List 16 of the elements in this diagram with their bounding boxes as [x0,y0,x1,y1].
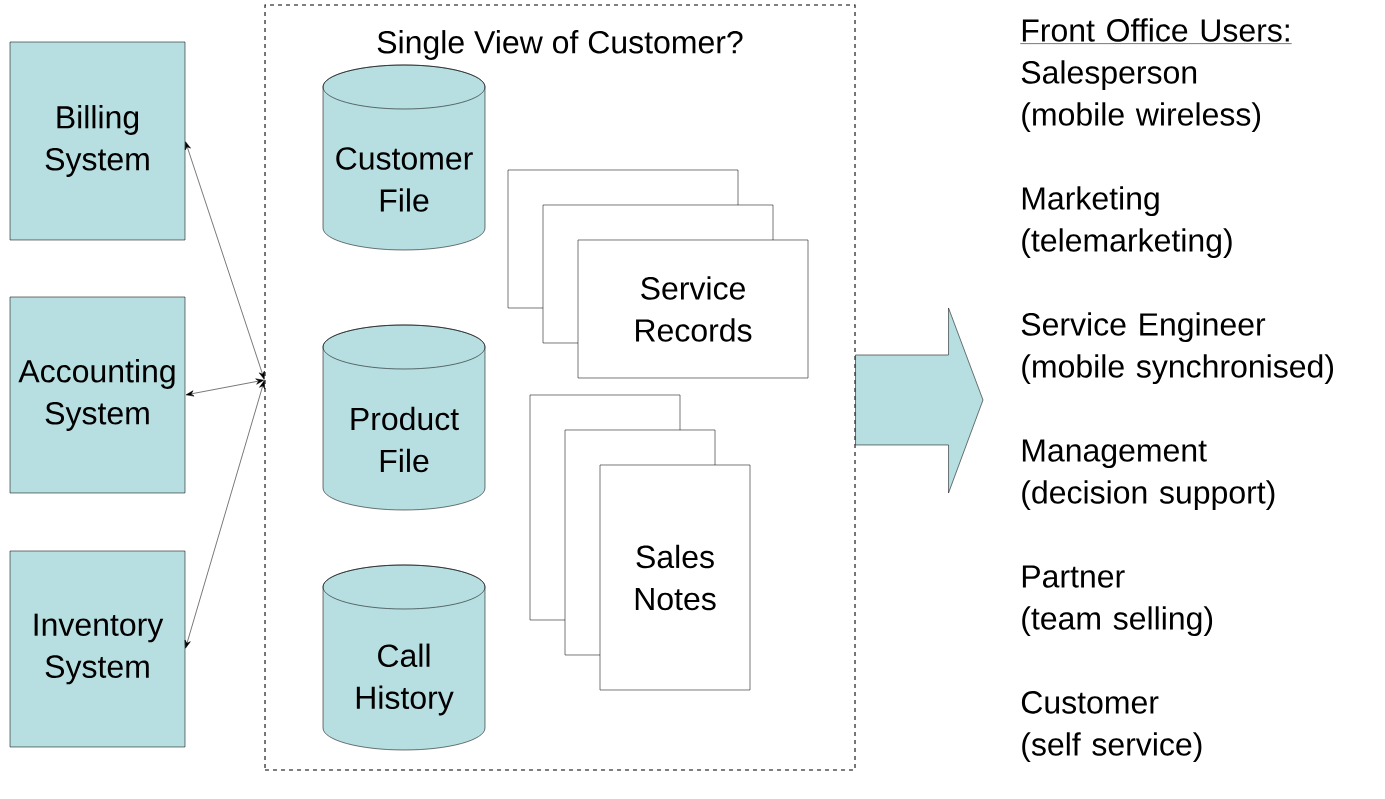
document-stack: Service Records [507,169,809,379]
system-box: Accounting System [9,296,186,494]
user-list: Front Office Users: Salesperson (mobile wireless) Marketing (telemarketing) Service Engineer (mobile synchronised) Management (decision support) Partner (team selling) Customer (self service) [1020,18,1333,763]
database-cylinder: Call History [322,564,486,751]
database-cylinder: Product File [322,324,486,511]
document-stack: Sales Notes [529,394,751,691]
node-label: Records [636,318,752,342]
arrow [184,380,265,649]
arrow [185,141,265,380]
database-cylinder: Customer File [322,64,486,251]
dashed-frame [264,4,856,771]
frame-title: Single View of Customer? [377,30,743,60]
system-box: Inventory System [9,550,186,748]
block-arrow [855,307,984,494]
arrow [185,378,264,397]
system-box: Billing System [9,41,186,241]
